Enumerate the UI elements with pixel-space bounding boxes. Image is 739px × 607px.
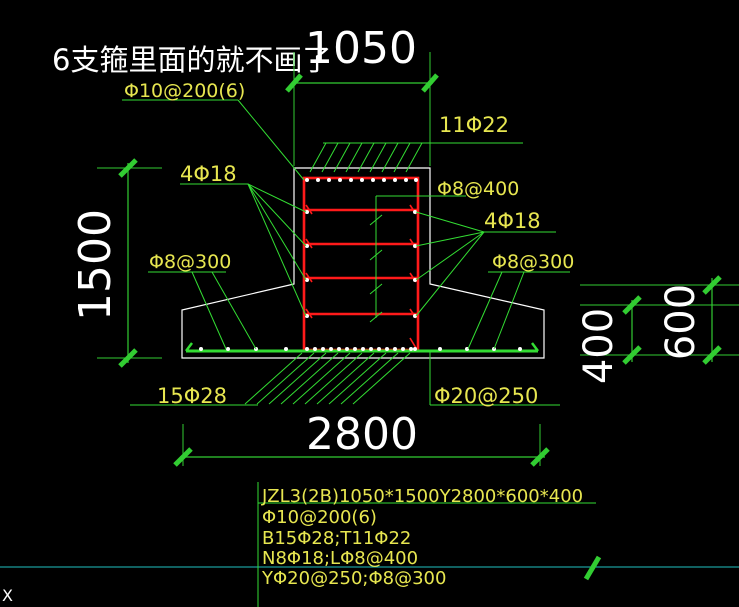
stirrup-hooks <box>305 204 417 349</box>
label-tie: Φ8@400 <box>437 178 519 200</box>
stirrup-cage <box>302 176 420 352</box>
side-left-leader <box>180 183 307 317</box>
spec-line: B15Φ28;T11Φ22 <box>262 528 411 549</box>
label-bottom-bars: 15Φ28 <box>157 384 227 408</box>
flange-left-leader <box>148 271 257 350</box>
spec-line: YΦ20@250;Φ8@300 <box>261 568 446 589</box>
bottom-rebar-dots <box>199 347 522 351</box>
dimension-bottom-width <box>173 424 550 467</box>
dimension-1500-label: 1500 <box>70 209 121 321</box>
top-note: 6支箍里面的就不画了 <box>52 43 331 77</box>
bottom-bar-hooks <box>185 342 539 352</box>
section-outline <box>181 167 545 359</box>
dimension-600-label: 600 <box>658 284 704 360</box>
stirrup-leader <box>122 99 305 181</box>
bottom-hatch <box>244 352 411 405</box>
dimension-flange <box>580 275 739 365</box>
spec-line: Φ10@200(6) <box>262 507 377 528</box>
label-bottom-transverse: Φ20@250 <box>434 384 538 408</box>
dimension-total-height <box>97 158 162 368</box>
top-hatch <box>309 142 423 173</box>
dimension-2800-label: 2800 <box>306 409 418 460</box>
dimension-top-width <box>285 52 439 166</box>
top-rebar-dots <box>305 178 418 182</box>
label-flange-left: Φ8@300 <box>149 251 231 273</box>
label-side-left: 4Φ18 <box>180 162 237 186</box>
spec-leader-tick <box>583 555 602 581</box>
spec-line: N8Φ18;LΦ8@400 <box>262 548 418 569</box>
flange-right-leader <box>467 271 570 350</box>
side-right-leader <box>415 211 556 317</box>
dimension-1050-label: 1050 <box>305 23 417 74</box>
label-flange-right: Φ8@300 <box>492 251 574 273</box>
label-side-right: 4Φ18 <box>484 209 541 233</box>
corner-x-mark: X <box>2 586 13 605</box>
dimension-400-label: 400 <box>576 308 622 384</box>
tie-bars <box>369 195 466 323</box>
label-top-bars: 11Φ22 <box>439 113 509 137</box>
label-stirrup: Φ10@200(6) <box>124 80 245 102</box>
spec-block: JZL3(2B)1050*1500Y2800*600*400 Φ10@200(6… <box>261 486 583 589</box>
spec-line: JZL3(2B)1050*1500Y2800*600*400 <box>261 486 583 507</box>
side-rebar-dots <box>305 210 417 318</box>
